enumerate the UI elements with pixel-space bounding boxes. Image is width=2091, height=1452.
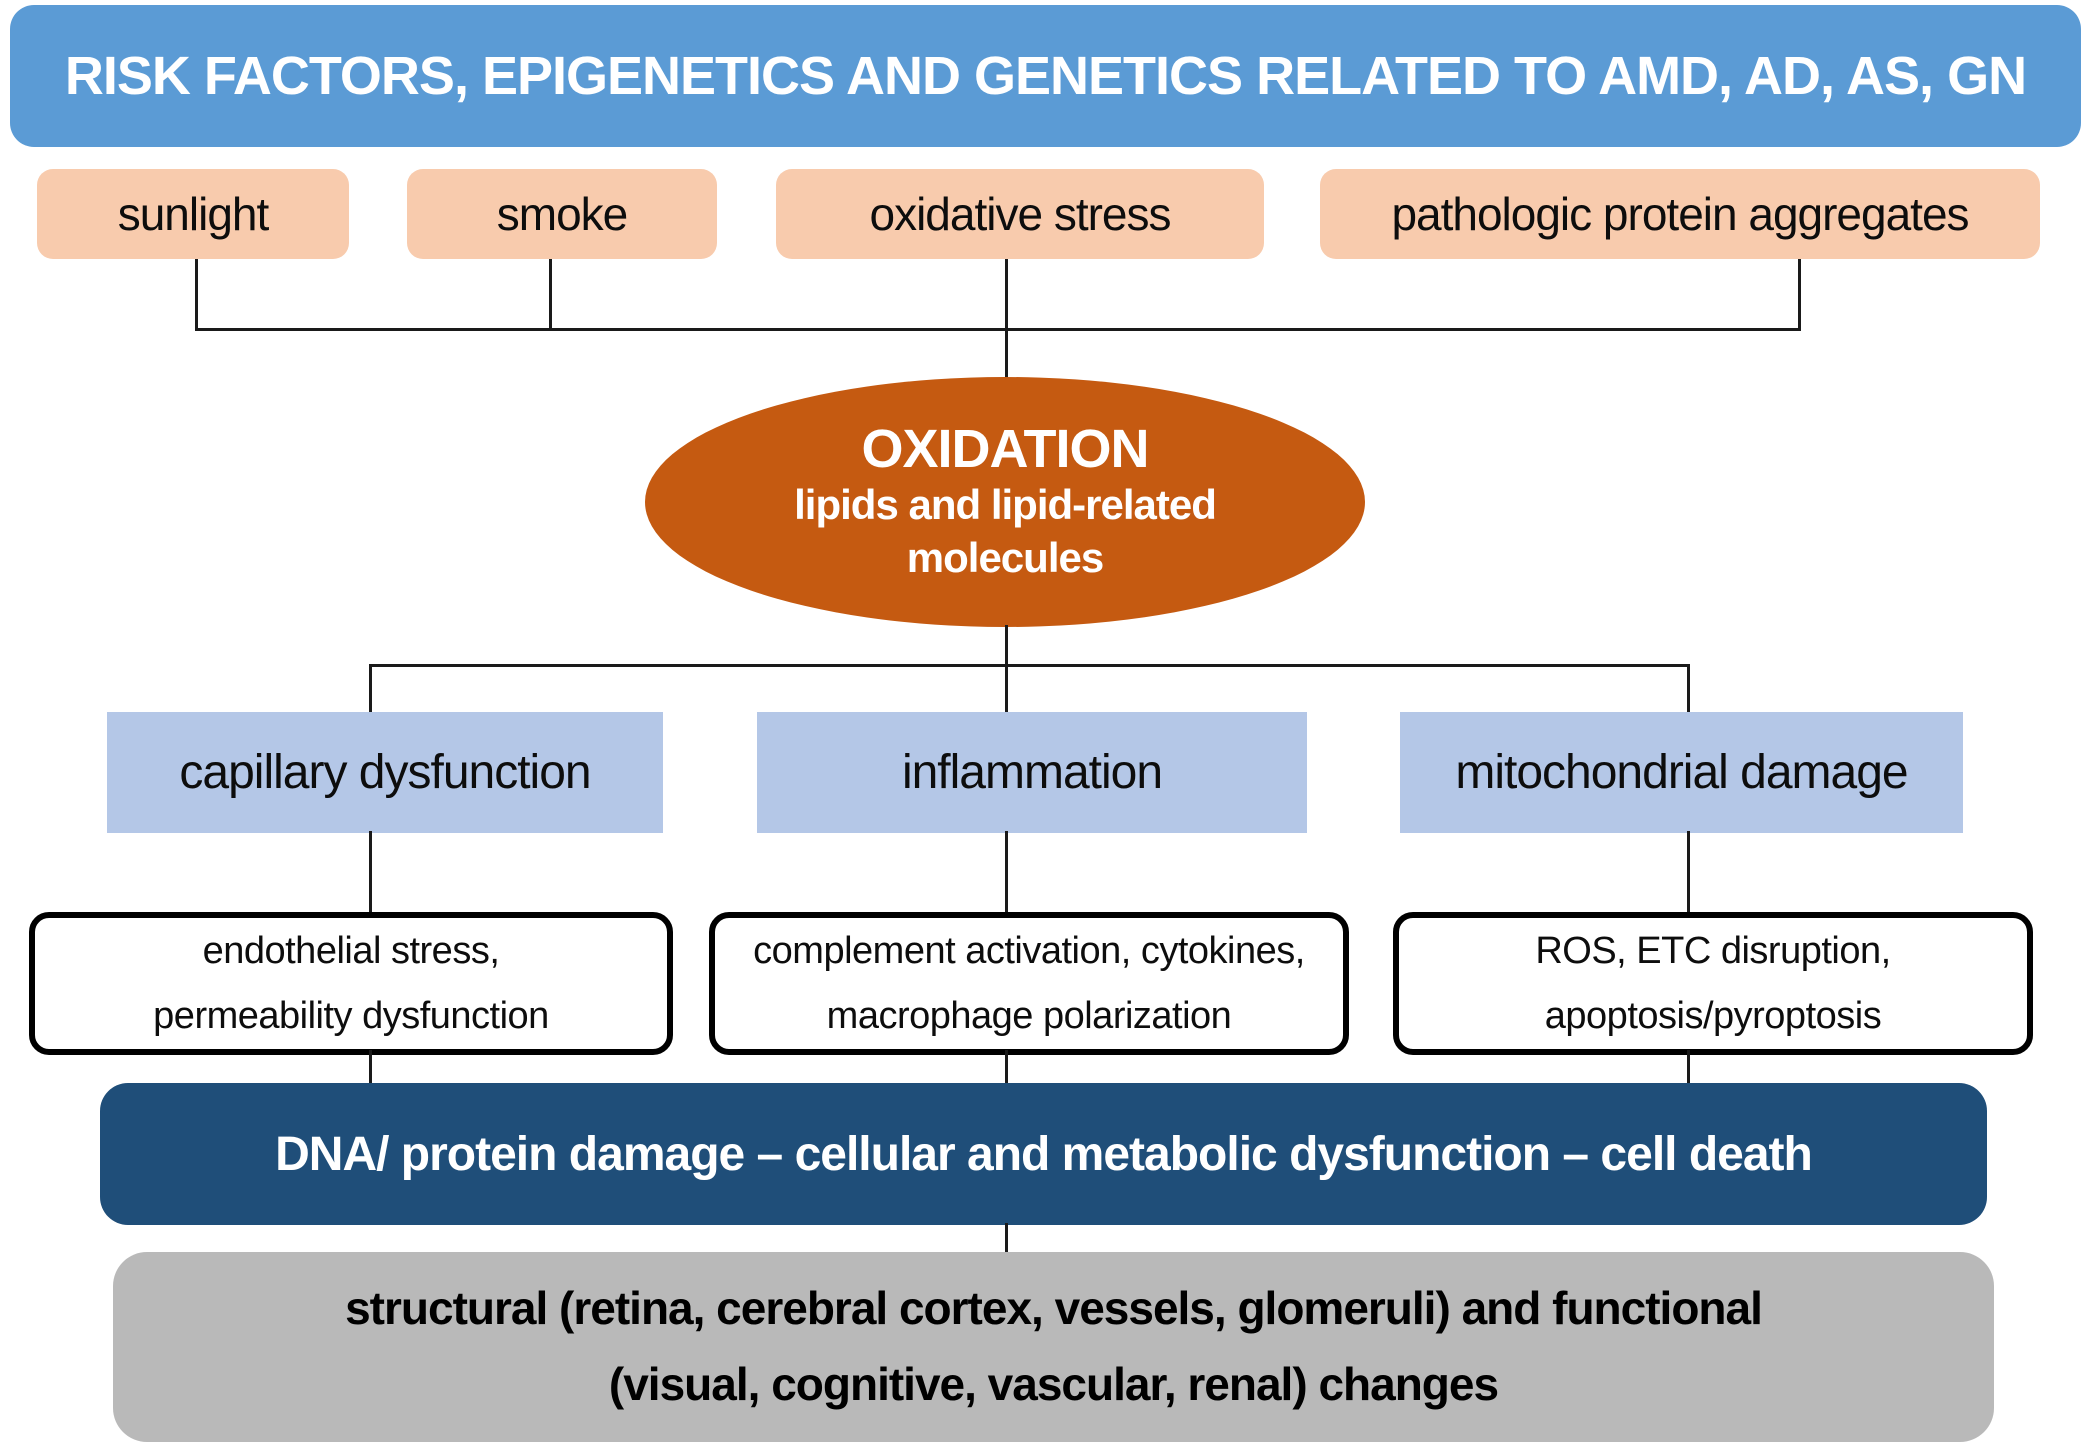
connector-capillary-drop xyxy=(369,664,372,714)
pathway-label: inflammation xyxy=(901,746,1163,799)
connector-mitochondrial-drop xyxy=(1687,664,1690,714)
outcome-box: structural (retina, cerebral cortex, ves… xyxy=(113,1252,1994,1442)
risk-factor-box-sunlight: sunlight xyxy=(37,169,349,259)
oxidation-ellipse: OXIDATION lipids and lipid-related molec… xyxy=(645,377,1365,627)
oxidation-subtitle-line2: molecules xyxy=(906,533,1104,581)
risk-factor-box-pathologic-protein-aggregates: pathologic protein aggregates xyxy=(1320,169,2040,259)
connector-inflammation-to-detail xyxy=(1005,831,1008,914)
connector-detail2-to-banner xyxy=(1005,1050,1008,1085)
risk-factor-label: sunlight xyxy=(117,188,270,240)
detail-box-ros: ROS, ETC disruption, apoptosis/pyroptosi… xyxy=(1393,912,2033,1055)
pathway-label: mitochondrial damage xyxy=(1455,746,1908,799)
connector-ellipse-drop xyxy=(1005,625,1008,714)
connector-detail3-to-banner xyxy=(1687,1050,1690,1085)
connector-detail1-to-banner xyxy=(369,1050,372,1085)
risk-factor-label: oxidative stress xyxy=(869,188,1171,240)
detail-line: endothelial stress, xyxy=(202,929,500,972)
connector-smoke-drop xyxy=(549,259,552,331)
pathway-box-inflammation: inflammation xyxy=(757,712,1307,833)
connector-banner-to-outcome xyxy=(1005,1223,1008,1254)
title-banner: RISK FACTORS, EPIGENETICS AND GENETICS R… xyxy=(10,5,2081,147)
title-banner-text: RISK FACTORS, EPIGENETICS AND GENETICS R… xyxy=(64,46,2027,106)
detail-box-complement: complement activation, cytokines, macrop… xyxy=(709,912,1349,1055)
detail-line: ROS, ETC disruption, xyxy=(1535,929,1891,972)
connector-sunlight-drop xyxy=(195,259,198,331)
connector-capillary-to-detail xyxy=(369,831,372,914)
detail-line: complement activation, cytokines, xyxy=(753,929,1305,972)
risk-factor-label: pathologic protein aggregates xyxy=(1391,188,1969,240)
damage-banner-text: DNA/ protein damage – cellular and metab… xyxy=(275,1127,1813,1181)
connector-aggregates-drop xyxy=(1798,259,1801,331)
oxidation-title: OXIDATION xyxy=(861,418,1150,479)
connector-mitochondrial-to-detail xyxy=(1687,831,1690,914)
pathway-label: capillary dysfunction xyxy=(179,746,591,799)
pathway-box-mitochondrial-damage: mitochondrial damage xyxy=(1400,712,1963,833)
pathway-box-capillary-dysfunction: capillary dysfunction xyxy=(107,712,663,833)
detail-line: macrophage polarization xyxy=(826,994,1232,1037)
risk-factor-box-oxidative-stress: oxidative stress xyxy=(776,169,1264,259)
connector-pathway-branch-line xyxy=(369,664,1690,667)
outcome-line1: structural (retina, cerebral cortex, ves… xyxy=(345,1282,1763,1335)
outcome-line2: (visual, cognitive, vascular, renal) cha… xyxy=(608,1358,1499,1410)
risk-factor-box-smoke: smoke xyxy=(407,169,717,259)
connector-risk-collector-line xyxy=(195,328,1801,331)
risk-factor-label: smoke xyxy=(496,188,628,240)
detail-line: apoptosis/pyroptosis xyxy=(1544,994,1882,1037)
connector-oxidative-to-ellipse xyxy=(1005,259,1008,379)
detail-box-endothelial: endothelial stress, permeability dysfunc… xyxy=(29,912,673,1055)
damage-banner: DNA/ protein damage – cellular and metab… xyxy=(100,1083,1987,1225)
detail-line: permeability dysfunction xyxy=(153,994,549,1037)
oxidation-subtitle-line1: lipids and lipid-related xyxy=(794,481,1217,529)
